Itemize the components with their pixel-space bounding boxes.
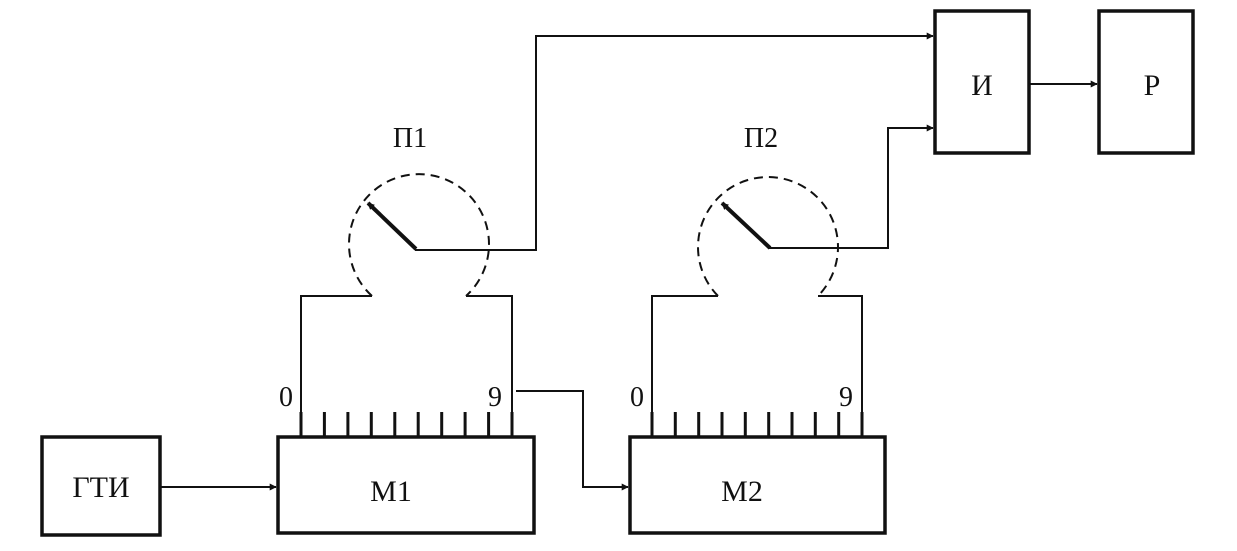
- block-relay: Р: [1097, 9, 1195, 155]
- block-relay-label: Р: [1144, 69, 1161, 102]
- wire-m2-pin0-to-p2: [651, 295, 718, 412]
- wire-p2-to-and: [768, 124, 934, 249]
- block-m1: 0 9 М1: [276, 382, 536, 535]
- switch-p1: П1: [348, 123, 490, 297]
- switch-p1-label: П1: [393, 123, 427, 154]
- m1-pin-9-label: 9: [488, 382, 502, 413]
- wire-m2-pin9-to-p2: [818, 295, 863, 412]
- switch-p2-pointer: [720, 201, 772, 250]
- block-m1-label: М1: [370, 475, 412, 508]
- switch-p1-dashed-circle: [348, 173, 490, 297]
- block-gti: ГТИ: [40, 435, 162, 537]
- block-and-gate-box: [933, 9, 1031, 155]
- block-m1-pins: [299, 412, 514, 437]
- switch-p1-pointer: [366, 201, 418, 251]
- block-m2-box: [628, 435, 887, 535]
- block-gti-box: [40, 435, 162, 537]
- block-m2: 0 9 М2: [628, 382, 887, 535]
- m2-pin-9-label: 9: [839, 382, 853, 413]
- wire-m1-pin9-to-p1: [466, 295, 513, 412]
- wire-m1-pin0-to-p1: [300, 295, 372, 412]
- block-gti-label: ГТИ: [72, 471, 129, 504]
- block-and-gate: И: [933, 9, 1031, 155]
- wire-p1-to-and: [415, 32, 934, 251]
- m2-pin-0-label: 0: [630, 382, 644, 413]
- wire-m1-carry-to-m2: [516, 390, 629, 491]
- block-and-gate-label: И: [971, 69, 993, 102]
- switch-p2-label: П2: [744, 123, 778, 154]
- block-m2-label: М2: [721, 475, 763, 508]
- block-relay-box: [1097, 9, 1195, 155]
- block-m2-pins: [650, 412, 864, 437]
- m1-pin-0-label: 0: [279, 382, 293, 413]
- switch-p2-dashed-circle: [697, 176, 839, 297]
- switch-p2: П2: [697, 123, 839, 297]
- block-m1-box: [276, 435, 536, 535]
